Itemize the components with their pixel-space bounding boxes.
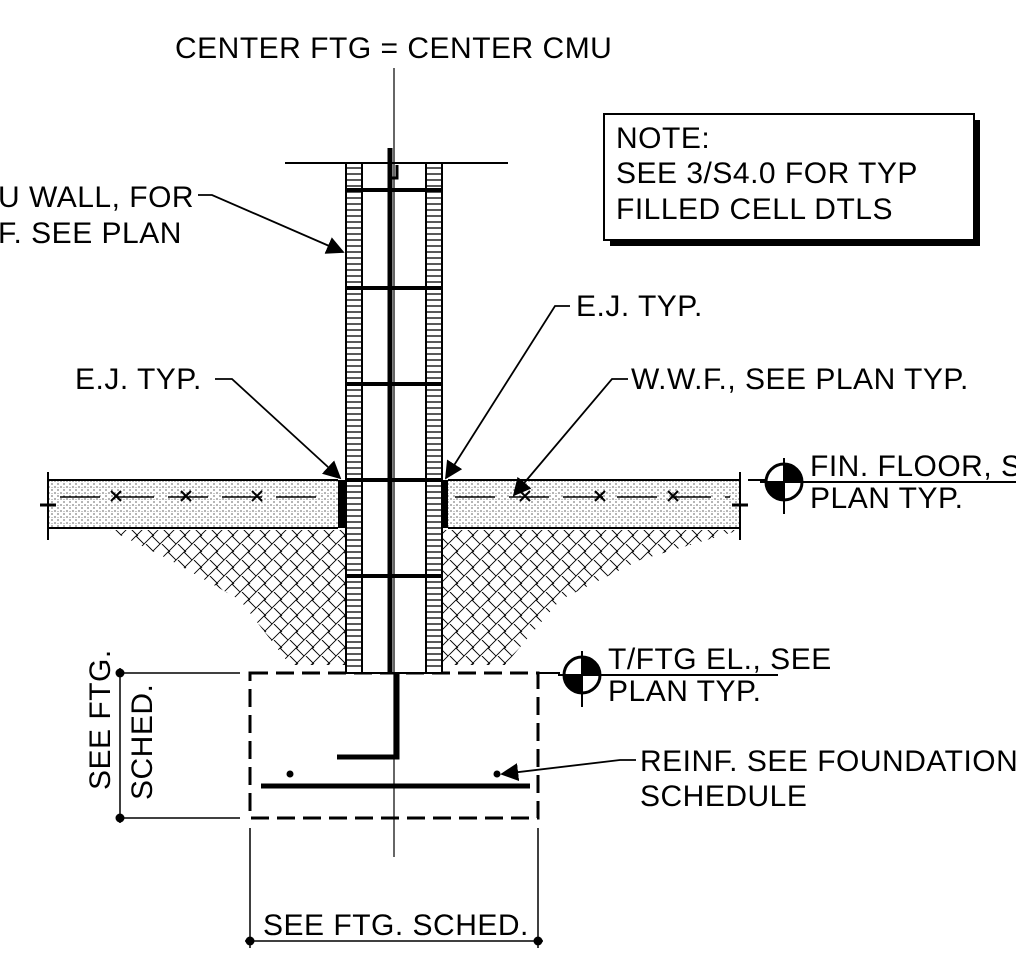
wwf-label: W.W.F., SEE PLAN TYP. (631, 363, 969, 396)
reinf-label-line2: SCHEDULE (640, 780, 807, 813)
reinf-label-line1: REINF. SEE FOUNDATION (640, 745, 1016, 778)
ej-right-callout: E.J. TYP. (445, 290, 703, 480)
center-note-label: CENTER FTG = CENTER CMU (175, 32, 612, 65)
tftg-label-line2: PLAN TYP. (608, 675, 761, 708)
depth-dimension: SEE FTG. SCHED. (84, 649, 240, 823)
fin-floor-label-line2: PLAN TYP. (810, 482, 963, 515)
depth-label-line2: SCHED. (126, 684, 159, 800)
ej-left-callout: E.J. TYP. (75, 363, 342, 480)
elevation-marker-icon (558, 651, 606, 707)
fin-floor-label-line1: FIN. FLOOR, SE (810, 450, 1016, 483)
cmu-wall-callout: U WALL, FOR F. SEE PLAN (0, 181, 345, 254)
width-dimension: SEE FTG. SCHED. (245, 828, 543, 948)
note-line2: FILLED CELL DTLS (616, 193, 893, 226)
tftg-label-line1: T/FTG EL., SEE (608, 643, 832, 676)
floor-slab (40, 472, 775, 540)
fin-floor-callout: FIN. FLOOR, SE PLAN TYP. (760, 450, 1016, 515)
cmu-wall-label-line1: U WALL, FOR (0, 181, 194, 214)
note-box: NOTE: SEE 3/S4.0 FOR TYP FILLED CELL DTL… (603, 113, 980, 246)
note-title: NOTE: (616, 122, 710, 155)
elevation-marker-icon (760, 458, 808, 514)
width-label: SEE FTG. SCHED. (263, 909, 529, 942)
depth-label-line1: SEE FTG. (84, 649, 117, 790)
note-line1: SEE 3/S4.0 FOR TYP (616, 157, 918, 190)
wwf-callout: W.W.F., SEE PLAN TYP. (512, 363, 969, 497)
cmu-wall-label-line2: F. SEE PLAN (0, 217, 182, 250)
ej-left-label: E.J. TYP. (75, 363, 202, 396)
ej-right-label: E.J. TYP. (576, 290, 703, 323)
tftg-callout: T/FTG EL., SEE PLAN TYP. (538, 643, 832, 708)
reinf-callout: REINF. SEE FOUNDATION SCHEDULE (500, 745, 1016, 813)
wire-mesh (60, 490, 730, 502)
